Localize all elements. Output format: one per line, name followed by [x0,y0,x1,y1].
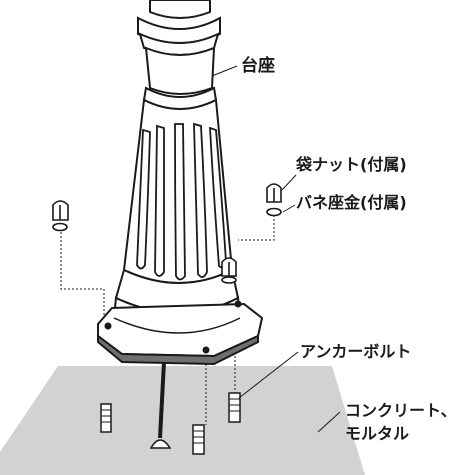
label-cap-nut: 袋ナット(付属) [296,155,407,174]
washer-left [52,222,68,232]
label-anchor-bolt: アンカーボルト [300,342,412,361]
anchor-bolt-right [228,392,241,423]
column-flutes [136,122,227,281]
label-base: 台座 [241,56,275,76]
leader-lines [211,65,341,433]
label-spring-washer: バネ座金(付属) [296,193,407,212]
cap-nut-mounted [221,257,237,284]
cap-nut-right [266,183,282,203]
base-plate [97,300,264,366]
pedestal [112,0,242,334]
label-concrete-line2: モルタル [345,424,410,443]
concrete-slab [0,366,365,475]
anchor-bolt-center [192,424,205,455]
center-rod [149,361,172,449]
label-concrete-line1: コンクリート、 [345,401,457,420]
cap-nut-left [52,200,69,221]
anchor-bolt-left [100,403,112,433]
washer-right [266,207,282,217]
